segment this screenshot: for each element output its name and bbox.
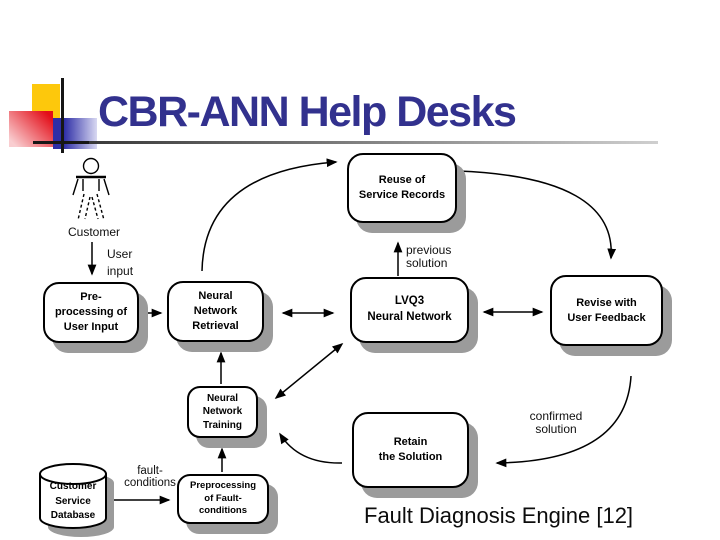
label-text-line: fault- [137, 465, 163, 477]
label-text-line: conditions [124, 477, 176, 490]
node-neural-network-training: Neural Network Training [187, 386, 258, 438]
node-neural-network-retrieval: Neural Network Retrieval [167, 281, 264, 342]
label-text-line: Customer [67, 225, 120, 239]
node-text-line: Customer [49, 481, 97, 492]
title-underline-rule [35, 141, 658, 144]
node-text-line: Pre- [80, 291, 102, 304]
label-user-input: User input [107, 247, 134, 279]
node-text-line: Training [203, 419, 242, 431]
arrow-training-lvq3-bidirectional [274, 342, 344, 400]
node-reuse-of-service-records: Reuse of Service Records [347, 153, 457, 223]
node-text-line: Revise with [576, 296, 637, 309]
node-text-line: Neural Network [367, 311, 452, 323]
label-confirmed-solution: confirmed solution [516, 409, 596, 437]
node-lvq3-neural-network: LVQ3 Neural Network [350, 277, 469, 343]
node-text-line: processing of [54, 306, 128, 319]
label-customer: Customer [58, 225, 130, 239]
node-preprocessing-fault-conditions: Preprocessing of Fault- conditions [177, 474, 269, 524]
customer-icon [72, 157, 110, 221]
label-text-line: confirmed [529, 409, 583, 423]
page-title: CBR-ANN Help Desks [98, 88, 517, 136]
node-text-line: Service [55, 495, 91, 507]
node-text-line: Preprocessing [190, 479, 256, 491]
node-text-line: Network [202, 406, 243, 418]
blue-square-decoration [53, 118, 97, 149]
node-customer-service-database: Customer Service Database [40, 480, 106, 524]
arc-retrieval-to-reuse [201, 158, 338, 272]
arc-revise-to-retain [495, 375, 632, 468]
node-text-line: Neural [206, 392, 239, 404]
node-text-line: Network [193, 305, 238, 318]
node-text-line: Database [50, 510, 96, 521]
node-text-line: of Fault- [204, 492, 242, 504]
node-text-line: User Input [63, 320, 119, 333]
node-text-line: Retrieval [192, 319, 239, 332]
node-text-line: LVQ3 [394, 295, 425, 308]
node-text-line: User Feedback [567, 311, 646, 324]
node-text-line: conditions [198, 505, 248, 517]
label-text-line: solution [535, 422, 577, 437]
arc-reuse-to-revise [457, 170, 617, 260]
label-previous-solution: previous solution [406, 243, 452, 271]
node-text-line: Retain [393, 436, 428, 449]
database-icon [39, 463, 114, 537]
label-text-line: input [107, 264, 134, 279]
node-retain-the-solution: Retain the Solution [352, 412, 469, 488]
node-preprocessing-user-input: Pre- processing of User Input [43, 282, 139, 343]
node-text-line: the Solution [378, 451, 443, 463]
label-fault-conditions: fault- conditions [112, 465, 188, 490]
label-text-line: User [107, 247, 133, 261]
arc-retain-to-training [279, 432, 343, 464]
node-revise-with-user-feedback: Revise with User Feedback [550, 275, 663, 346]
node-text-line: Neural [198, 290, 233, 303]
label-text-line: solution [406, 256, 448, 271]
vertical-line-decoration [61, 78, 64, 153]
node-text-line: Reuse of [378, 174, 426, 187]
node-text-line: Service Records [358, 189, 446, 201]
horizontal-line-decoration [33, 141, 89, 144]
caption-fault-diagnosis-engine: Fault Diagnosis Engine [12] [364, 503, 634, 528]
label-text-line: previous [406, 243, 452, 257]
